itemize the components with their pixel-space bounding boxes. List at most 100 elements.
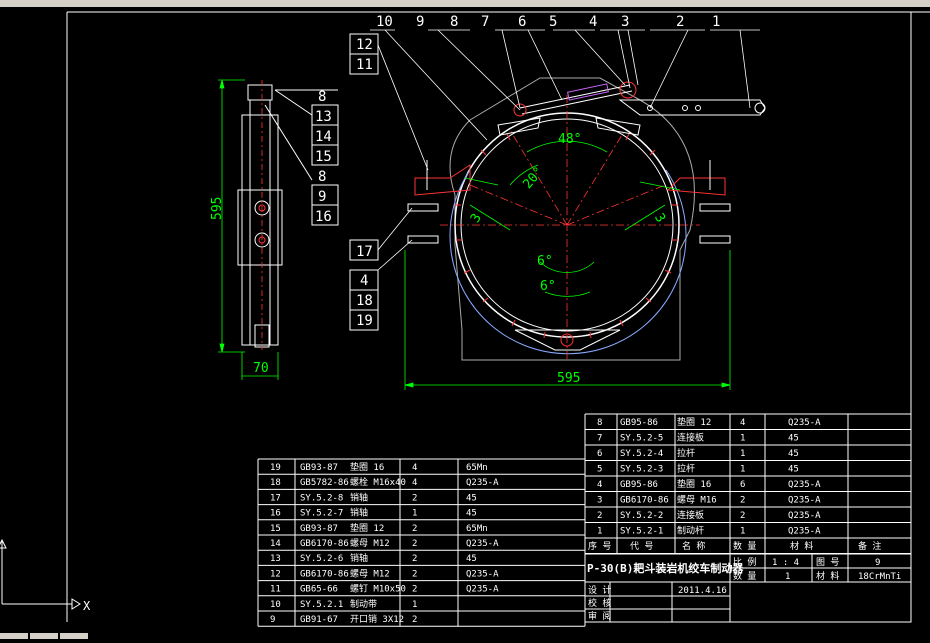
scale-value: 1 : 4 <box>772 558 799 568</box>
bom-left-code: GB93-87 <box>300 524 338 534</box>
lining-ticks <box>455 133 678 339</box>
callouts-side: 8 13 14 15 8 9 16 <box>264 89 339 226</box>
callout-side-8a: 8 <box>318 89 326 105</box>
bom-right-material: Q235-A <box>788 496 821 506</box>
callout-top-1: 1 <box>712 14 720 30</box>
callout-left-19: 19 <box>356 313 373 329</box>
bom-left-name: 销轴 <box>350 552 368 564</box>
dim-width-595 <box>404 250 731 390</box>
dim-595-side: 595 <box>210 197 225 220</box>
bom-left-qty: 2 <box>412 585 417 595</box>
bom-left-code: GB65-66 <box>300 585 338 595</box>
bom-left-material: Q235-A <box>466 539 499 549</box>
bom-right-code: GB95-86 <box>620 480 658 490</box>
callout-side-15: 15 <box>315 149 332 165</box>
bom-right-material: Q235-A <box>788 480 821 490</box>
bom-header-qty: 数 量 <box>733 540 756 552</box>
ucs-icon <box>0 538 81 610</box>
bom-right-no: 6 <box>597 449 602 459</box>
bom-left-material: Q235-A <box>466 478 499 488</box>
bom-right-qty: 2 <box>740 496 745 506</box>
bom-left-no: 19 <box>270 463 281 473</box>
tab-model[interactable] <box>0 633 28 639</box>
bom-left-name: 制动带 <box>350 598 377 610</box>
tab-layout2[interactable] <box>60 633 88 639</box>
bom-right-qty: 1 <box>740 434 745 444</box>
bom-right-code: GB6170-86 <box>620 496 669 506</box>
bom-right-qty: 6 <box>740 480 745 490</box>
bom-left-code: SY.5.2-8 <box>300 493 343 503</box>
tab-layout1[interactable] <box>30 633 58 639</box>
bom-left-qty: 2 <box>412 554 417 564</box>
callout-side-16: 16 <box>315 209 332 225</box>
bom-right-qty: 1 <box>740 527 745 537</box>
check-label: 校 核 <box>588 597 611 609</box>
bom-left-name: 垫圈 16 <box>350 461 384 473</box>
bom-left-no: 17 <box>270 493 281 503</box>
bom-left-no: 12 <box>270 569 281 579</box>
bom-left-name: 开口销 3X12 <box>350 613 404 625</box>
bom-right-name: 制动杆 <box>677 525 704 537</box>
brake-front-view <box>370 29 766 390</box>
brake-band <box>449 169 687 355</box>
angle-dimensions <box>464 140 681 297</box>
bom-right-code: GB95-86 <box>620 418 658 428</box>
drawing-no-label: 图 号 <box>816 557 839 568</box>
bom-left-name: 螺钉 M10x50 <box>350 584 406 595</box>
material-label: 材 料 <box>816 570 839 582</box>
callout-top-9: 9 <box>416 14 424 30</box>
bom-right-no: 2 <box>597 511 602 521</box>
model-tabs[interactable] <box>0 624 220 639</box>
bom-left-qty: 2 <box>412 539 417 549</box>
title-block: P-30(B)耙斗装岩机绞车制动器 比 例 1 : 4 图 号 9 数 量 1 … <box>584 553 912 623</box>
cad-drawing: 10 9 8 7 6 5 4 3 2 1 12 11 17 4 18 19 59… <box>0 11 930 627</box>
callout-left-18: 18 <box>356 293 373 309</box>
bom-left-name: 螺栓 M16x40 <box>350 476 406 488</box>
callout-top-6: 6 <box>518 14 526 30</box>
callout-top-4: 4 <box>589 14 597 30</box>
callout-side-14: 14 <box>315 129 332 145</box>
qty-label: 数 量 <box>733 570 756 582</box>
scale-label: 比 例 <box>733 556 756 568</box>
bom-left-no: 14 <box>270 539 281 549</box>
callout-top-7: 7 <box>481 14 489 30</box>
bom-left-no: 13 <box>270 554 281 564</box>
bom-left-code: GB6170-86 <box>300 569 349 579</box>
dim-angle-48: 48° <box>558 132 581 147</box>
bom-left-no: 11 <box>270 585 281 595</box>
bom-right-table <box>584 413 912 554</box>
bom-left-no: 18 <box>270 478 281 488</box>
bom-left-code: GB6170-86 <box>300 539 349 549</box>
bom-right-qty: 1 <box>740 465 745 475</box>
bom-right-name: 连接板 <box>677 509 704 521</box>
bom-right-qty: 4 <box>740 418 745 428</box>
bom-left-qty: 2 <box>412 493 417 503</box>
bom-right-material: 45 <box>788 465 799 475</box>
qty-value: 1 <box>785 572 790 582</box>
bottom-pin <box>514 329 621 351</box>
bom-left-material: 45 <box>466 509 477 519</box>
bom-left-code: SY.5.2-6 <box>300 554 343 564</box>
bom-left-no: 10 <box>270 600 281 610</box>
callout-left-4: 4 <box>360 273 368 289</box>
bom-left-name: 垫圈 12 <box>350 522 384 534</box>
bom-left-no: 9 <box>270 615 275 625</box>
bom-right-qty: 1 <box>740 449 745 459</box>
bom-left-material: 45 <box>466 554 477 564</box>
callout-top-8: 8 <box>450 14 458 30</box>
bom-right-qty: 2 <box>740 511 745 521</box>
bom-right-material: 45 <box>788 434 799 444</box>
callouts-left-lower: 17 4 18 19 <box>349 239 379 331</box>
callout-top-3: 3 <box>621 14 629 30</box>
bom-right-code: SY.5.2-3 <box>620 465 663 475</box>
bom-right-no: 4 <box>597 480 602 490</box>
bom-right-no: 1 <box>597 527 602 537</box>
bom-left-qty: 4 <box>412 463 417 473</box>
bom-right-material: Q235-A <box>788 511 821 521</box>
bom-header-note: 备 注 <box>858 540 881 552</box>
bom-left-qty: 1 <box>412 509 417 519</box>
callout-top-2: 2 <box>676 14 684 30</box>
bom-left-qty: 2 <box>412 569 417 579</box>
